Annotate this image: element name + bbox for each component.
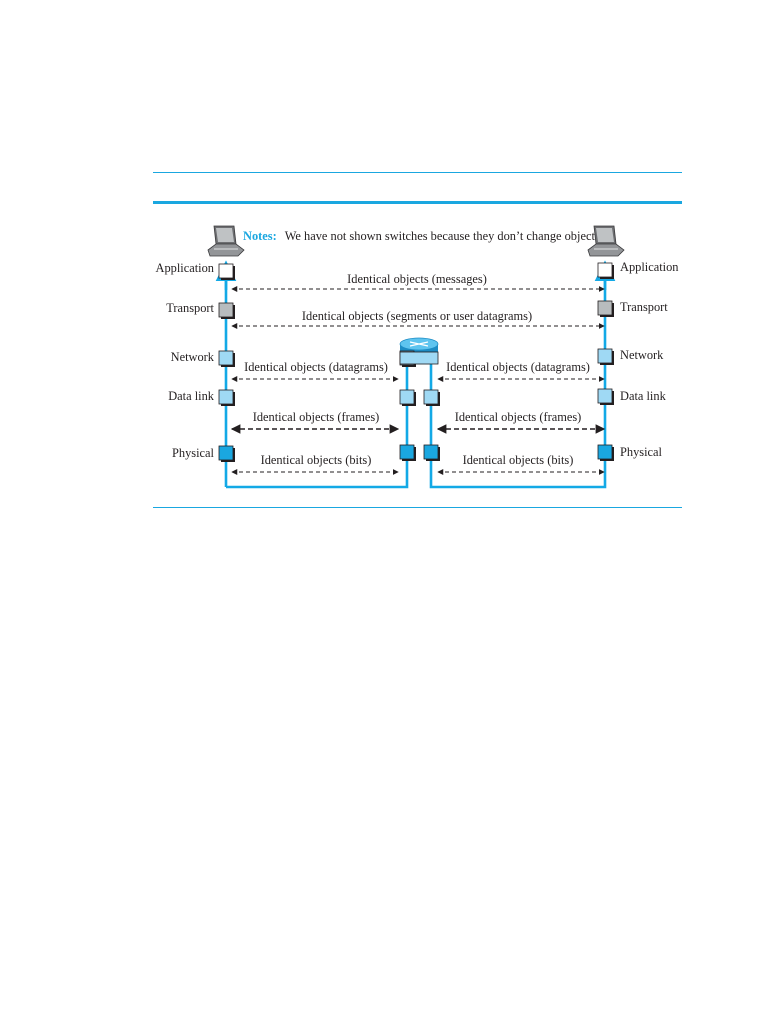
laptop-icon [587,225,625,257]
right-physical-box [597,444,614,461]
right-data-link-box [597,388,614,405]
relation-datagrams-left: Identical objects (datagrams) [244,360,388,374]
right-application-box [597,262,614,279]
left-layer-transport: Transport [166,301,214,315]
right-layer-physical: Physical [620,445,663,459]
right-layer-network: Network [620,348,664,362]
left-data-link-box [218,389,235,406]
bottom-rule [153,507,682,508]
router-data-link-box-right [423,389,440,406]
relation-bits-left: Identical objects (bits) [261,453,372,467]
left-transport-box [218,302,235,319]
left-application-box [218,263,235,280]
left-physical-box [218,445,235,462]
header-rule [153,201,682,204]
left-layer-network: Network [171,350,215,364]
relation-frames-left: Identical objects (frames) [253,410,380,424]
router-data-link-box-left [399,389,416,406]
router-physical-box-right [423,444,440,461]
left-layer-data-link: Data link [168,389,215,403]
left-layer-application: Application [156,261,215,275]
relation-frames-right: Identical objects (frames) [455,410,582,424]
router-physical-box-left [399,444,416,461]
right-layer-transport: Transport [620,300,668,314]
right-layer-application: Application [620,260,679,274]
relation-messages: Identical objects (messages) [347,272,487,286]
right-transport-box [597,300,614,317]
relation-segments: Identical objects (segments or user data… [302,309,532,323]
left-layer-physical: Physical [172,446,215,460]
notes-text: Notes: We have not shown switches becaus… [243,227,603,244]
laptop-icon [207,225,245,257]
relation-bits-right: Identical objects (bits) [463,453,574,467]
relation-datagrams-right: Identical objects (datagrams) [446,360,590,374]
notes-body: We have not shown switches because they … [285,229,603,243]
notes-label: Notes: [243,229,277,243]
left-network-box [218,350,235,367]
router-network-box [399,351,439,365]
top-rule [153,172,682,173]
right-layer-data-link: Data link [620,389,667,403]
right-network-box [597,348,614,365]
